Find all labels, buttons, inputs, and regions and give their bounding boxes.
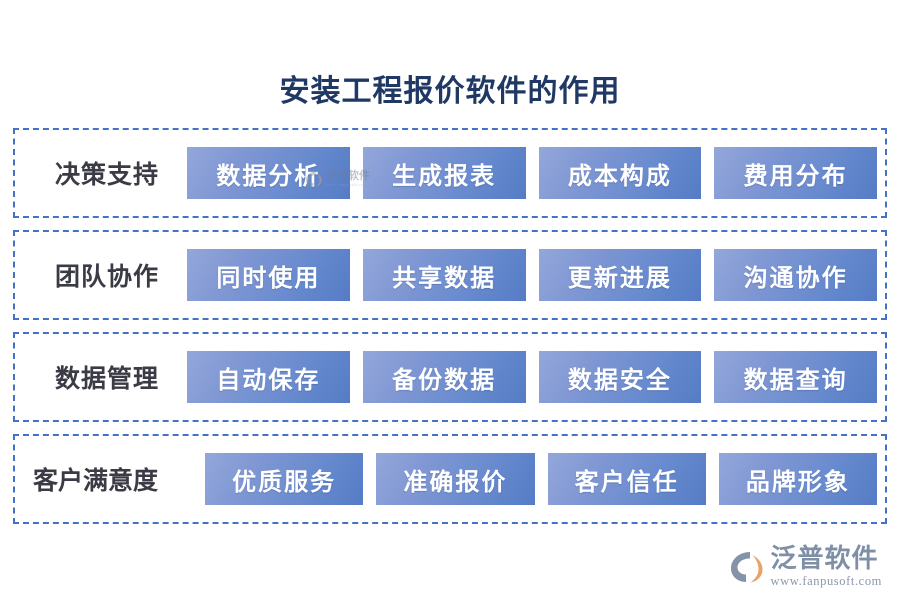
category-row-team-collaboration: 团队协作 同时使用 共享数据 更新进展 沟通协作 — [13, 230, 887, 320]
feature-cell[interactable]: 费用分布 — [714, 147, 877, 199]
category-row-decision-support: 决策支持 数据分析 生成报表 成本构成 费用分布 — [13, 128, 887, 218]
feature-cell[interactable]: 数据安全 — [538, 351, 702, 403]
row-label: 团队协作 — [54, 264, 159, 291]
page-title: 安装工程报价软件的作用 — [279, 75, 621, 108]
row-cells: 优质服务 准确报价 客户信任 品牌形象 — [205, 453, 877, 505]
feature-cell[interactable]: 生成报表 — [362, 147, 526, 199]
row-label: 客户满意度 — [33, 468, 159, 495]
category-row-data-management: 数据管理 自动保存 备份数据 数据安全 数据查询 — [13, 332, 887, 422]
row-cells: 同时使用 共享数据 更新进展 沟通协作 — [187, 249, 877, 301]
brand-logo: 泛普软件 www.fanpusoft.com — [729, 545, 882, 588]
feature-cell[interactable]: 备份数据 — [362, 351, 526, 403]
category-row-customer-satisfaction: 客户满意度 优质服务 准确报价 客户信任 品牌形象 — [13, 434, 887, 524]
feature-cell[interactable]: 客户信任 — [547, 453, 706, 505]
feature-cell[interactable]: 准确报价 — [376, 453, 535, 505]
feature-cell[interactable]: 沟通协作 — [714, 249, 877, 301]
brand-text: 泛普软件 www.fanpusoft.com — [770, 544, 882, 589]
brand-name: 泛普软件 — [770, 544, 879, 573]
feature-cell[interactable]: 成本构成 — [538, 147, 702, 199]
row-label: 数据管理 — [54, 366, 159, 393]
brand-url: www.fanpusoft.com — [770, 574, 882, 588]
category-rows: 决策支持 数据分析 生成报表 成本构成 费用分布 团队协作 同时使用 共享数据 … — [13, 128, 887, 536]
feature-cell[interactable]: 共享数据 — [362, 249, 526, 301]
feature-cell[interactable]: 优质服务 — [205, 453, 364, 505]
feature-cell[interactable]: 自动保存 — [187, 351, 350, 403]
feature-cell[interactable]: 更新进展 — [538, 249, 702, 301]
fanpu-logo-icon — [729, 550, 765, 584]
row-cells: 自动保存 备份数据 数据安全 数据查询 — [187, 351, 877, 403]
feature-cell[interactable]: 同时使用 — [187, 249, 350, 301]
feature-cell[interactable]: 数据查询 — [714, 351, 877, 403]
row-label: 决策支持 — [54, 162, 159, 189]
row-cells: 数据分析 生成报表 成本构成 费用分布 — [187, 147, 877, 199]
feature-cell[interactable]: 数据分析 — [187, 147, 350, 199]
feature-cell[interactable]: 品牌形象 — [718, 453, 877, 505]
